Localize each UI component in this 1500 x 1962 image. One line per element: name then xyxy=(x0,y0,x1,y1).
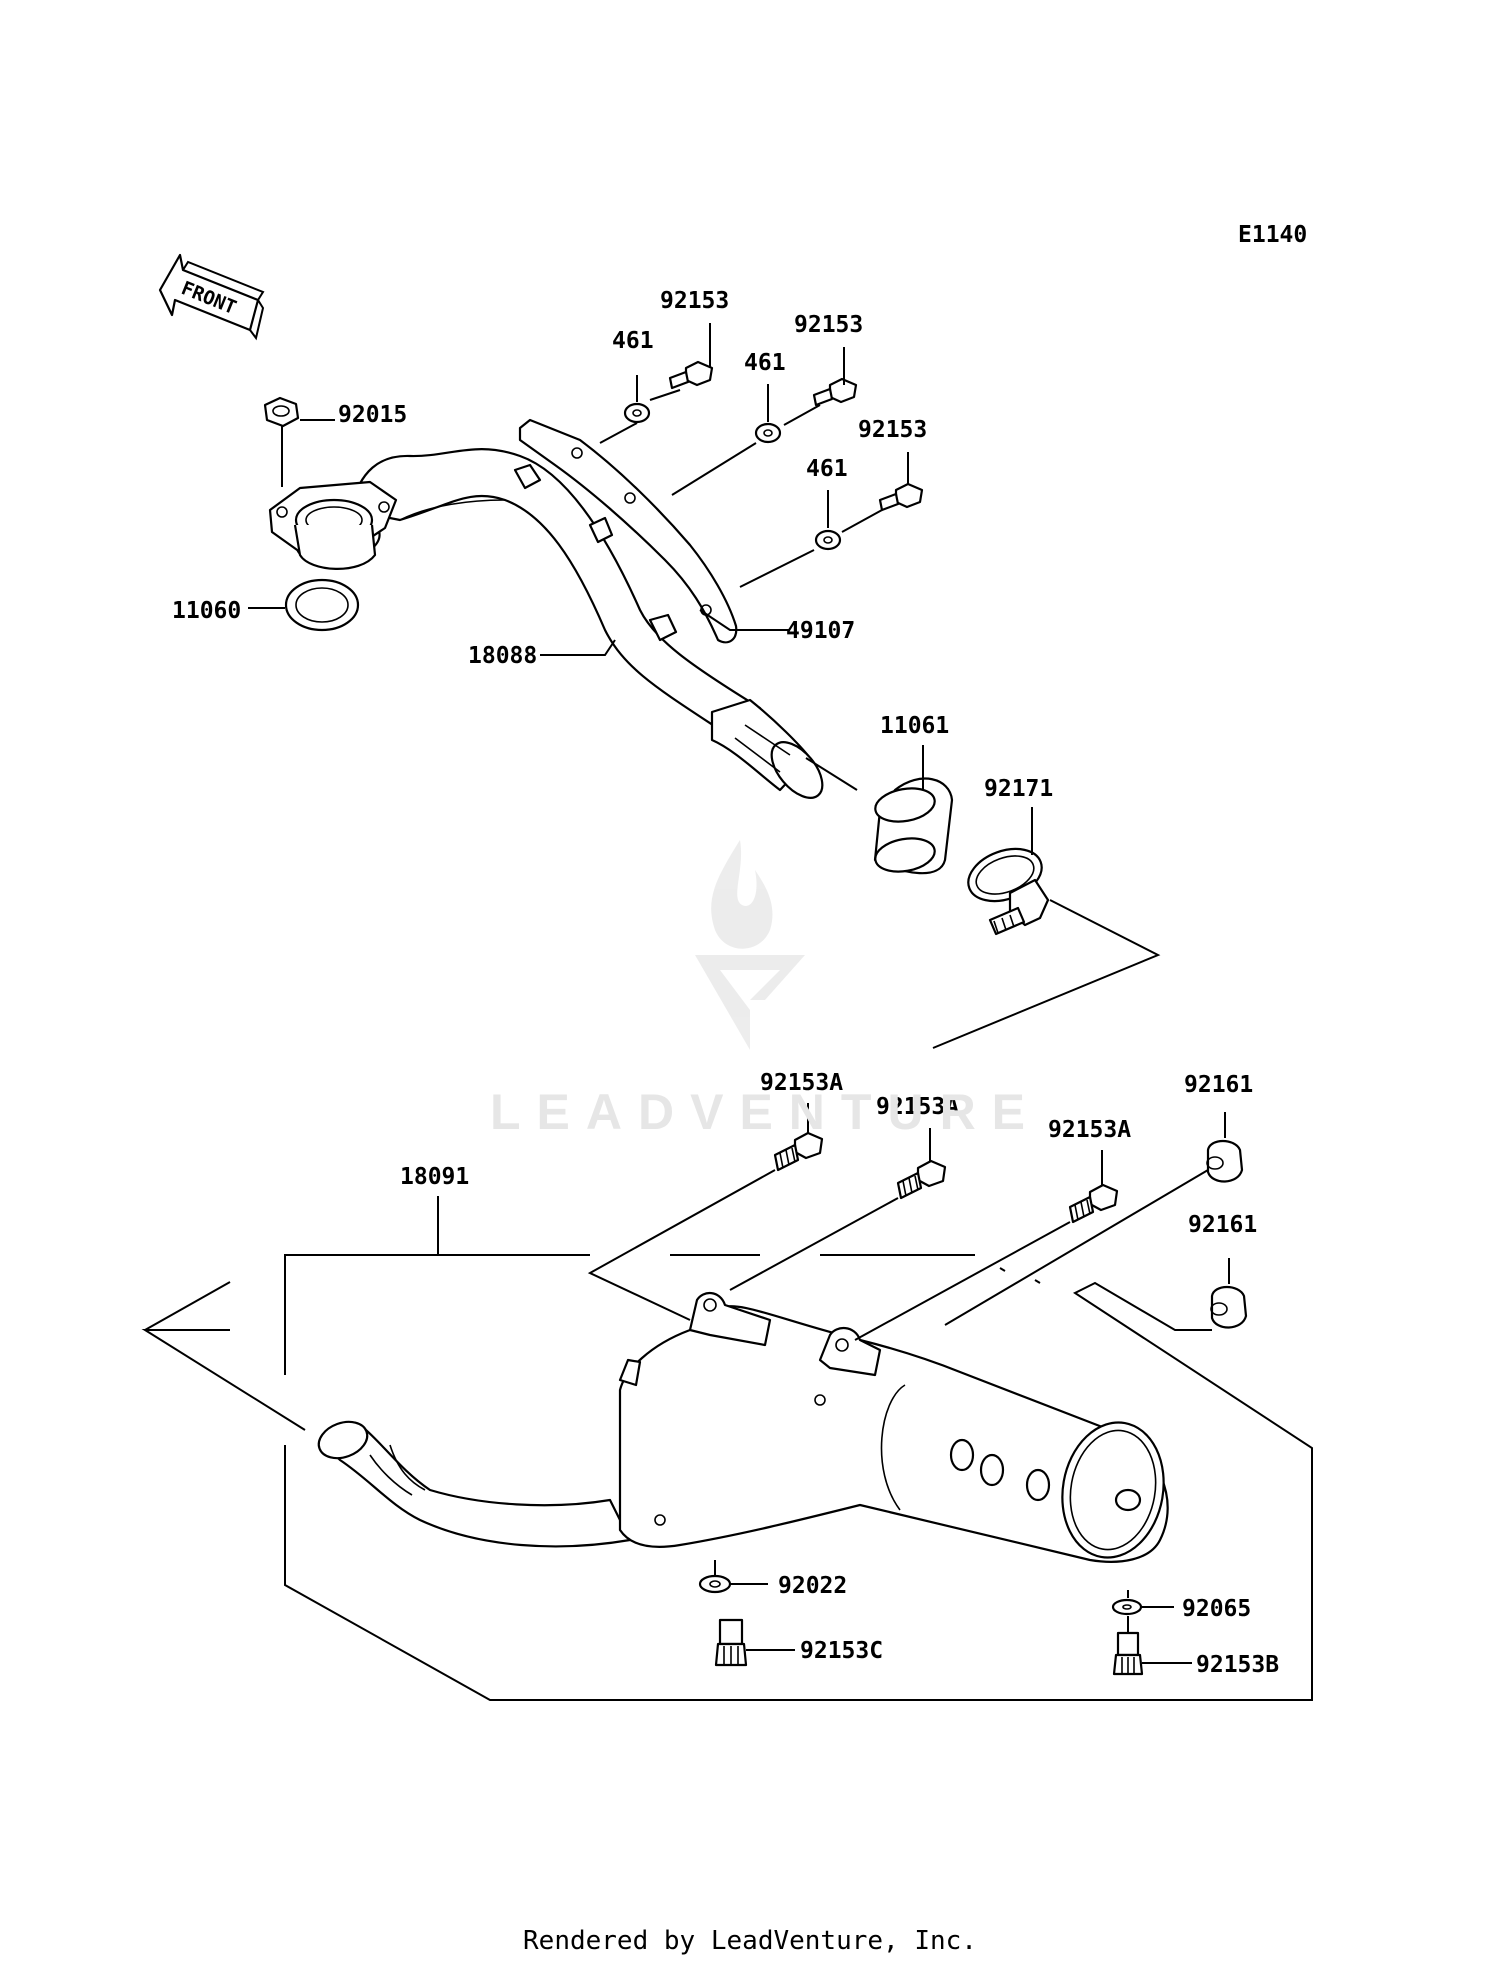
bolt-92153A-2 xyxy=(896,1159,947,1200)
callout-461-1: 461 xyxy=(612,328,654,354)
callout-92153A-3: 92153A xyxy=(1048,1117,1131,1143)
bolt-92153-upper-3 xyxy=(878,482,924,512)
callout-92153A-2: 92153A xyxy=(876,1094,959,1120)
heat-guard-49107 xyxy=(513,418,738,644)
leader-lines xyxy=(141,323,1313,1701)
grommet-92161-2 xyxy=(1210,1285,1248,1329)
watermark-text: LEADVENTURE xyxy=(490,1084,1042,1140)
callout-461-3: 461 xyxy=(806,456,848,482)
callout-92153B: 92153B xyxy=(1196,1652,1279,1678)
bolt-92153A-3 xyxy=(1068,1183,1119,1224)
front-direction-arrow: FRONT xyxy=(158,253,265,341)
callout-92153A-1: 92153A xyxy=(760,1070,843,1096)
bolt-92153-upper-2 xyxy=(812,377,858,407)
callout-92161-1: 92161 xyxy=(1184,1072,1253,1098)
washer-461-upper-3 xyxy=(814,529,842,551)
callout-92065: 92065 xyxy=(1182,1596,1251,1622)
clamp-92171 xyxy=(967,847,1050,936)
callout-92022: 92022 xyxy=(778,1573,847,1599)
grommet-92161-1 xyxy=(1206,1139,1244,1183)
gasket-11060 xyxy=(284,578,360,632)
callout-461-2: 461 xyxy=(744,350,786,376)
callout-92153-1: 92153 xyxy=(660,288,729,314)
diagram-code: E1140 xyxy=(1238,222,1307,248)
callout-18088: 18088 xyxy=(468,643,537,669)
bolt-92153B xyxy=(1112,1631,1144,1676)
bolt-92153A-1 xyxy=(773,1131,824,1172)
watermark-logo xyxy=(695,840,805,1050)
washer-461-upper-2 xyxy=(754,422,782,444)
washer-92065 xyxy=(1111,1598,1143,1616)
exhaust-header-pipe xyxy=(268,448,824,799)
callout-92153-3: 92153 xyxy=(858,417,927,443)
callout-92153C: 92153C xyxy=(800,1638,883,1664)
callout-92153-2: 92153 xyxy=(794,312,863,338)
nut-92015 xyxy=(263,396,300,428)
footer-credit: Rendered by LeadVenture, Inc. xyxy=(523,1926,977,1956)
bolt-92153C xyxy=(714,1618,748,1667)
muffler-18091 xyxy=(317,1292,1169,1563)
bolt-92153-upper-1 xyxy=(668,360,714,390)
callout-11061: 11061 xyxy=(880,713,949,739)
callout-49107: 49107 xyxy=(786,618,855,644)
callout-92161-2: 92161 xyxy=(1188,1212,1257,1238)
callout-18091: 18091 xyxy=(400,1164,469,1190)
callout-labels: E1140 92153 461 92153 461 92153 461 9201… xyxy=(172,222,1307,1678)
sleeve-11061 xyxy=(873,777,954,875)
callout-92171: 92171 xyxy=(984,776,1053,802)
callout-11060: 11060 xyxy=(172,598,241,624)
washer-461-upper-1 xyxy=(623,402,651,424)
washer-92022 xyxy=(698,1574,732,1594)
callout-92015: 92015 xyxy=(338,402,407,428)
